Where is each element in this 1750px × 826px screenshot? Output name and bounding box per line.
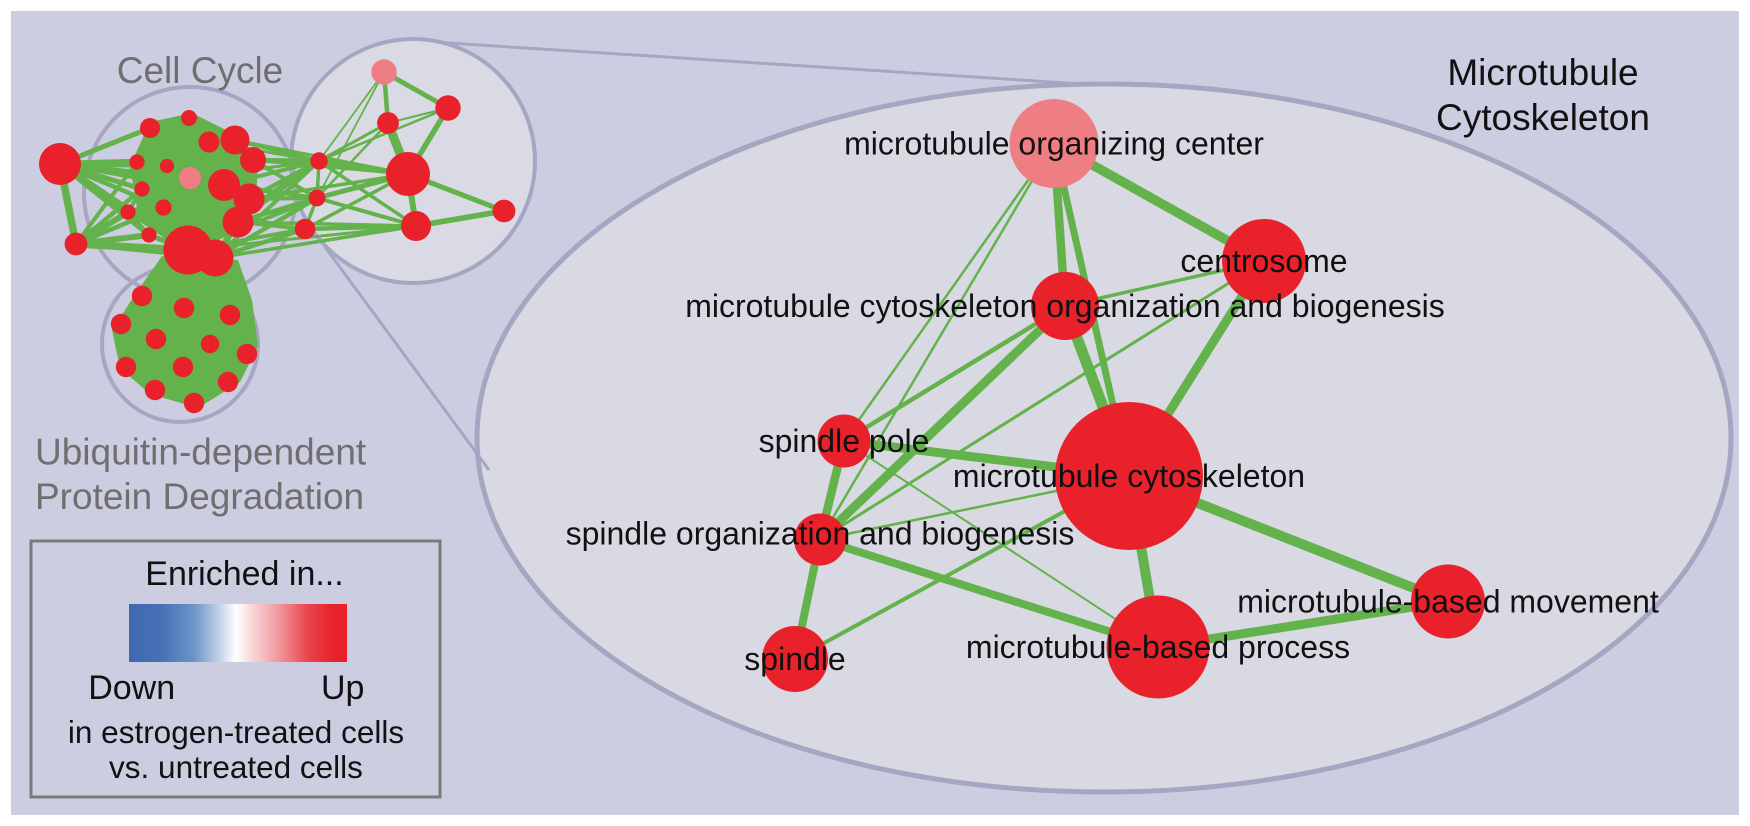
svg-text:microtubule-based movement: microtubule-based movement: [1237, 584, 1659, 620]
svg-text:Cytoskeleton: Cytoskeleton: [1436, 97, 1650, 138]
svg-text:Microtubule: Microtubule: [1447, 52, 1638, 93]
svg-text:Down: Down: [88, 669, 175, 707]
svg-text:in estrogen-treated cells: in estrogen-treated cells: [68, 714, 404, 750]
svg-text:spindle pole: spindle pole: [759, 423, 930, 459]
svg-text:microtubule cytoskeleton: microtubule cytoskeleton: [953, 458, 1305, 494]
svg-text:spindle: spindle: [744, 641, 845, 677]
svg-text:Enriched in...: Enriched in...: [145, 555, 343, 593]
svg-text:microtubule organizing center: microtubule organizing center: [844, 126, 1264, 162]
svg-text:centrosome: centrosome: [1180, 243, 1347, 279]
svg-text:spindle organization and bioge: spindle organization and biogenesis: [566, 516, 1075, 552]
svg-text:Ubiquitin-dependent: Ubiquitin-dependent: [35, 432, 367, 473]
svg-text:Protein Degradation: Protein Degradation: [35, 476, 364, 517]
svg-text:Up: Up: [321, 669, 364, 707]
svg-text:vs. untreated cells: vs. untreated cells: [109, 749, 363, 785]
svg-text:Cell Cycle: Cell Cycle: [117, 50, 284, 91]
svg-text:microtubule cytoskeleton organ: microtubule cytoskeleton organization an…: [685, 288, 1445, 324]
svg-text:microtubule-based process: microtubule-based process: [966, 629, 1350, 665]
